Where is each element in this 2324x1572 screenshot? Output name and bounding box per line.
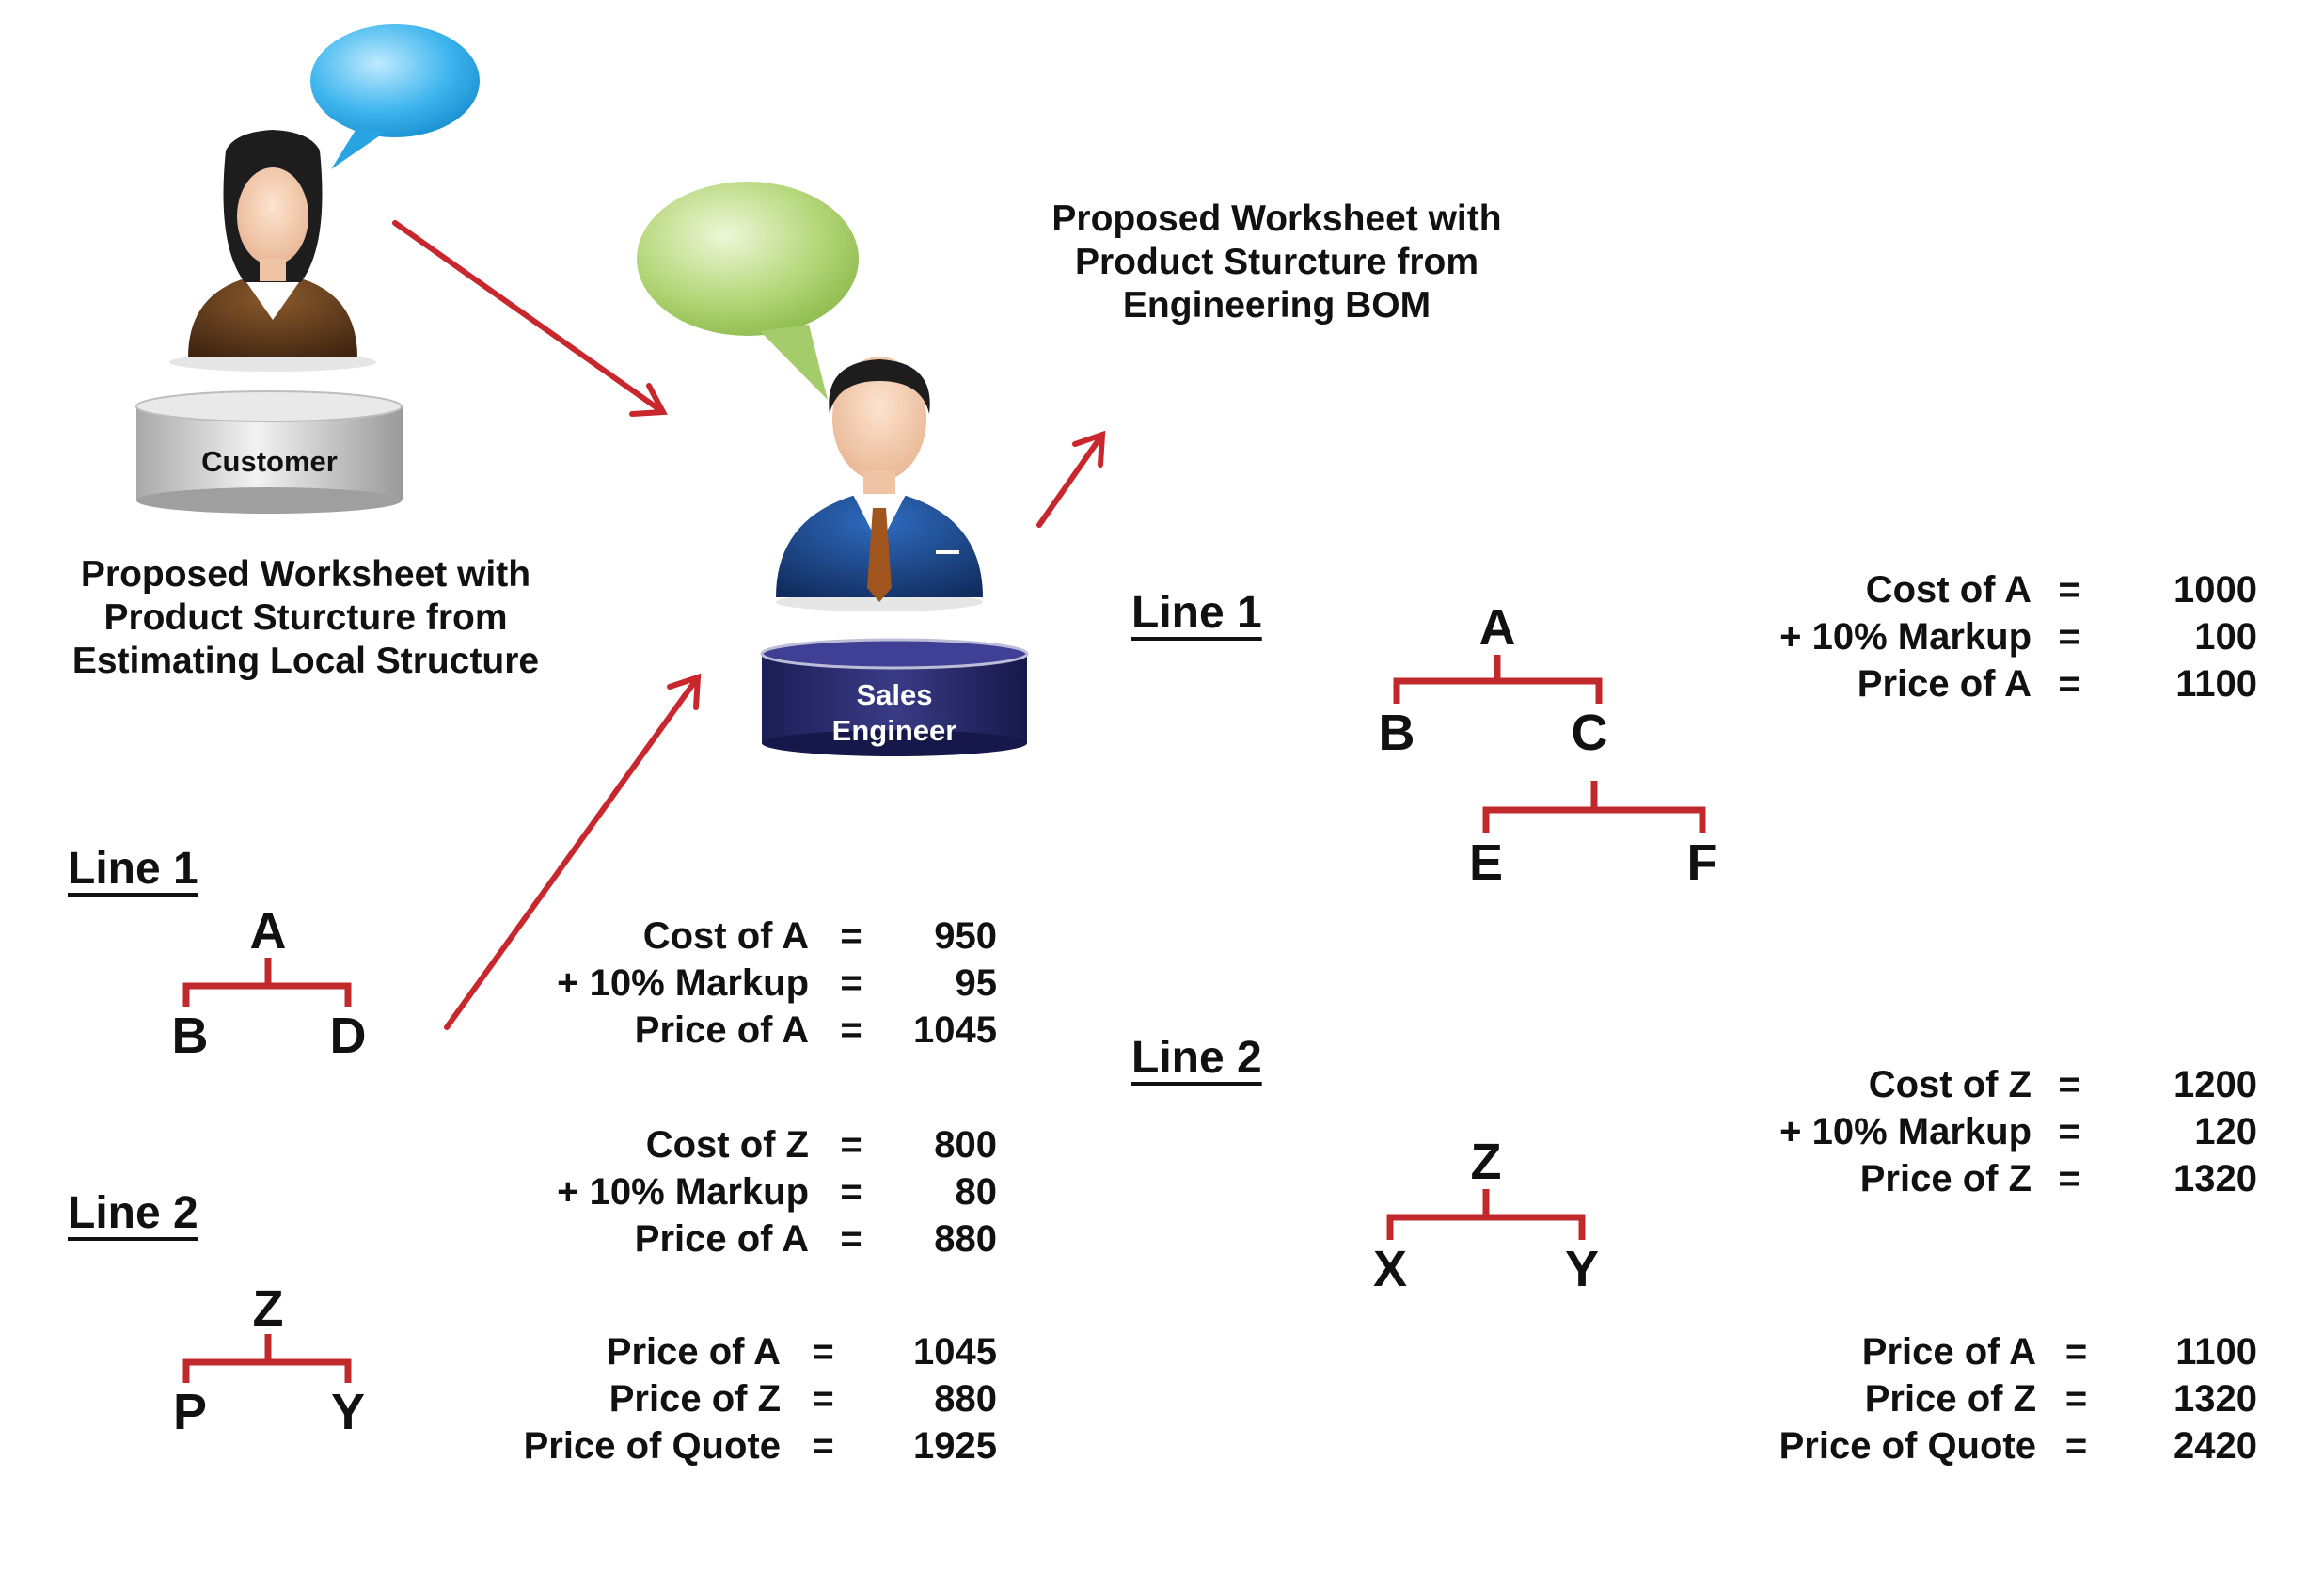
sales-engineer-db-label: Sales Engineer <box>762 677 1027 749</box>
customer-person-icon <box>169 130 376 372</box>
left-line1-label: Line 1 <box>68 844 198 894</box>
right-line1-child-node: C <box>1571 705 1608 761</box>
customer-db-label: Customer <box>201 445 338 478</box>
calc-row: Price of Z=880 <box>609 1378 997 1420</box>
arrow-engineer-to-right-worksheet <box>1036 432 1105 528</box>
left-worksheet-heading: Proposed Worksheet with Product Sturctur… <box>38 553 574 683</box>
right-line1-calculation: Cost of A=1000 + 10% Markup=100 Price of… <box>1749 566 2257 707</box>
right-quote-total: Price of A=1100 Price of Z=1320 Price of… <box>1749 1328 2257 1469</box>
right-heading-line2: Product Sturcture from <box>1074 242 1479 282</box>
left-quote-total: Price of A=1045 Price of Z=880 Price of … <box>508 1328 997 1469</box>
left-line1-child-node: D <box>329 1008 367 1064</box>
engineer-speech-bubble <box>637 182 859 400</box>
left-line2-child-node: P <box>172 1384 208 1440</box>
left-line2-calculation: Cost of Z=800 + 10% Markup=80 Price of A… <box>508 1121 997 1262</box>
calc-row: Price of A=1100 <box>1861 1331 2257 1373</box>
tree-left-line2-branches <box>182 1358 352 1383</box>
sales-engineer-person-icon <box>776 357 983 611</box>
calc-row: + 10% Markup=120 <box>1779 1111 2257 1152</box>
sales-engineer-db-label-line2: Engineer <box>831 714 957 747</box>
left-line1-root-node: A <box>249 903 287 960</box>
customer-speech-bubble <box>310 24 480 169</box>
arrowhead-left-worksheet-to-engineer <box>667 673 702 710</box>
left-line2-label: Line 2 <box>68 1188 198 1238</box>
right-line1-root-node: A <box>1478 599 1516 656</box>
right-line2-child-node: Y <box>1564 1241 1600 1297</box>
tree-right-line1-branches <box>1393 677 1603 704</box>
right-line2-calculation: Cost of Z=1200 + 10% Markup=120 Price of… <box>1749 1061 2257 1202</box>
left-line1-calculation: Cost of A=950 + 10% Markup=95 Price of A… <box>508 913 997 1054</box>
sales-engineer-db-label-line1: Sales <box>856 678 933 711</box>
calc-row: Price of Quote=2420 <box>1779 1425 2257 1467</box>
calc-row: Cost of A=1000 <box>1865 569 2257 611</box>
calc-row: + 10% Markup=80 <box>557 1171 997 1213</box>
left-heading-line1: Proposed Worksheet with <box>80 554 531 595</box>
left-line1-child-node: B <box>171 1008 209 1064</box>
calc-row: Price of A=1100 <box>1857 663 2257 705</box>
tree-right-line2-branches <box>1386 1214 1586 1240</box>
right-heading-line1: Proposed Worksheet with <box>1051 198 1502 239</box>
sales-engineer-database <box>760 638 1029 756</box>
right-line2-child-node: X <box>1372 1241 1408 1297</box>
calc-row: + 10% Markup=100 <box>1779 616 2257 658</box>
arrowhead-engineer-to-right-worksheet <box>1072 430 1106 468</box>
left-line2-root-node: Z <box>252 1280 284 1337</box>
calc-row: Price of Z=1320 <box>1859 1158 2257 1199</box>
left-line2-child-node: Y <box>330 1384 366 1440</box>
left-heading-line2: Product Sturcture from <box>103 597 508 638</box>
arrow-left-worksheet-to-engineer <box>444 675 701 1030</box>
right-line1-grandchild-node: F <box>1686 834 1718 891</box>
arrow-customer-to-engineer <box>392 220 666 415</box>
calc-row: Cost of A=950 <box>642 915 997 957</box>
calc-row: Price of Z=1320 <box>1864 1378 2257 1420</box>
customer-database <box>135 390 403 514</box>
right-line2-label: Line 2 <box>1131 1033 1262 1083</box>
tree-right-line1-sub-branches <box>1482 806 1706 833</box>
right-line2-root-node: Z <box>1470 1134 1502 1190</box>
right-line1-child-node: B <box>1378 705 1415 761</box>
tree-left-line1-branches <box>182 982 352 1007</box>
calc-row: Cost of Z=1200 <box>1868 1064 2257 1105</box>
left-heading-line3: Estimating Local Structure <box>71 641 540 681</box>
right-heading-line3: Engineering BOM <box>1122 285 1431 326</box>
calc-row: Price of A=1045 <box>634 1009 997 1051</box>
calc-row: Cost of Z=800 <box>645 1124 997 1166</box>
right-line1-grandchild-node: E <box>1468 834 1504 891</box>
right-line1-label: Line 1 <box>1131 588 1262 638</box>
calc-row: Price of Quote=1925 <box>523 1425 997 1467</box>
calc-row: + 10% Markup=95 <box>557 962 997 1004</box>
arrowhead-customer-to-engineer <box>629 383 668 417</box>
calc-row: Price of A=1045 <box>606 1331 997 1373</box>
right-worksheet-heading: Proposed Worksheet with Product Sturctur… <box>1020 198 1533 327</box>
calc-row: Price of A=880 <box>634 1218 997 1260</box>
